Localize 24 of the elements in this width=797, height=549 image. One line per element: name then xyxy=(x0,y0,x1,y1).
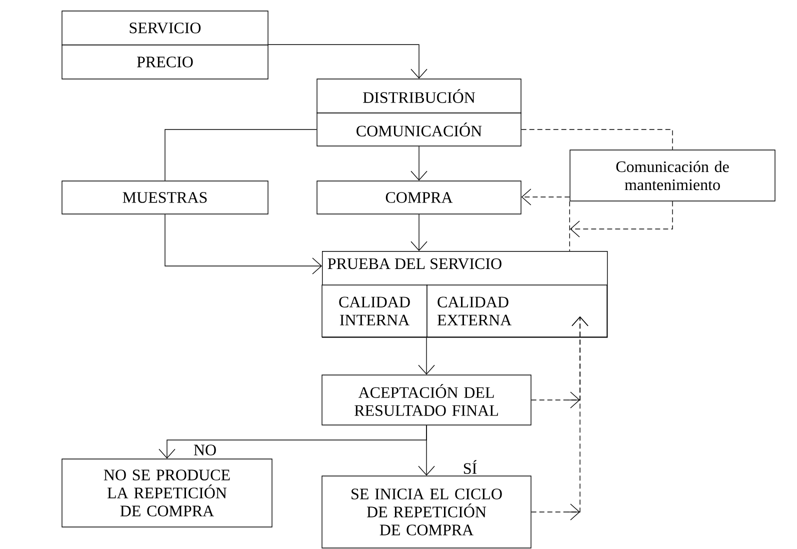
arrow xyxy=(418,425,435,476)
process-box: Comunicación de mantenimiento xyxy=(570,150,776,202)
arrow xyxy=(410,146,428,181)
process-box: ACEPTACIÓN DEL RESULTADO FINAL xyxy=(322,374,532,426)
arrow xyxy=(164,214,322,274)
connector-line xyxy=(164,129,317,181)
process-box: COMUNICACIÓN xyxy=(316,112,522,146)
process-box: COMPRA xyxy=(316,180,522,214)
process-box: SERVICIO xyxy=(62,10,268,46)
dashed-arrow xyxy=(570,201,673,238)
dashed-arrow xyxy=(521,188,570,206)
arrow xyxy=(268,44,428,79)
process-box: NO SE PRODUCE LA REPETICIÓN DE COMPRA xyxy=(62,458,272,528)
process-box: DISTRIBUCIÓN xyxy=(316,78,522,114)
edge-label: SÍ xyxy=(462,459,478,475)
process-box: PRECIO xyxy=(62,44,268,80)
edge-label: NO xyxy=(192,444,218,456)
arrow xyxy=(410,214,428,251)
process-box: CALIDAD INTERNA xyxy=(322,284,428,338)
arrow xyxy=(418,337,435,375)
process-box: MUESTRAS xyxy=(62,180,268,214)
dashed-arrow xyxy=(531,316,588,520)
process-box: SE INICIA EL CICLO DE REPETICIÓN DE COMPRA xyxy=(322,476,532,548)
process-box: CALIDAD EXTERNA xyxy=(426,284,608,338)
